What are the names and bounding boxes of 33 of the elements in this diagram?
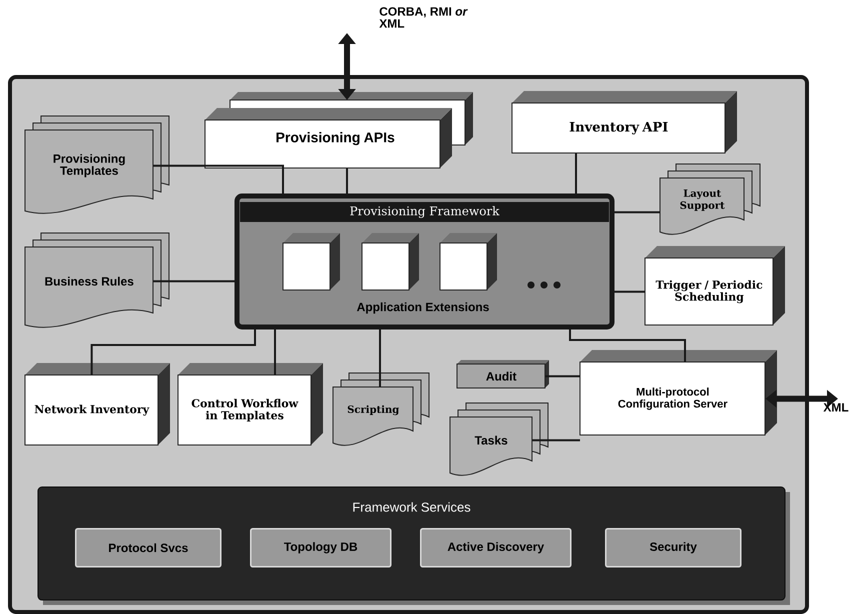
service-box: Security xyxy=(605,528,742,568)
service-box: Active Discovery xyxy=(420,528,572,568)
connector-line xyxy=(274,327,276,375)
document-stack: Layout Support xyxy=(660,164,760,235)
document-stack: Tasks xyxy=(450,402,548,476)
connector-line xyxy=(379,327,381,387)
api-box: Provisioning APIs xyxy=(204,92,473,168)
connector-line xyxy=(346,168,348,196)
connector-line xyxy=(575,153,577,196)
connector-line xyxy=(569,327,686,362)
process-box: Trigger / Periodic Scheduling xyxy=(644,246,785,326)
connector-line xyxy=(612,211,660,214)
document-stack: Scripting xyxy=(332,372,430,446)
extension-cube xyxy=(440,233,497,290)
service-box: Topology DB xyxy=(250,528,392,568)
connector-line xyxy=(153,280,237,282)
edge-label: XML xyxy=(823,403,848,412)
connector-line xyxy=(545,375,580,378)
edge-label: CORBA, RMI or XML xyxy=(379,7,468,28)
process-box: Control Workflow in Templates xyxy=(178,363,323,446)
process-box: Network Inventory xyxy=(24,363,170,446)
process-box: Audit xyxy=(456,360,549,388)
service-box: Protocol Svcs xyxy=(75,528,222,568)
connector-line xyxy=(612,290,645,293)
process-box: Inventory API xyxy=(512,91,737,154)
connector-line xyxy=(532,439,580,442)
connector-line xyxy=(153,164,284,196)
process-box: Multi-protocol Configuration Server xyxy=(580,350,777,436)
document-stack: Business Rules xyxy=(24,232,170,328)
connector-line xyxy=(90,327,256,375)
extension-cube xyxy=(362,233,419,290)
document-stack: Provisioning Templates xyxy=(24,116,170,214)
extension-cube xyxy=(282,233,340,290)
